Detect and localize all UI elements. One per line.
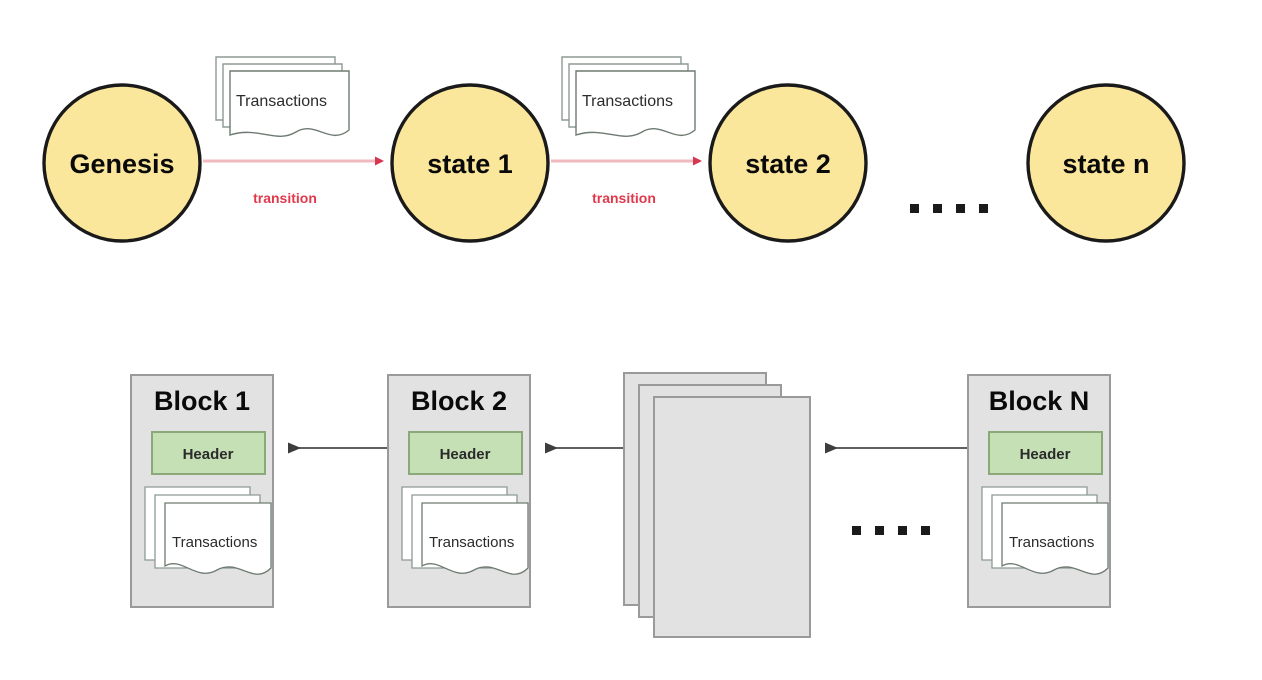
block-title-block-n: Block N xyxy=(989,386,1090,416)
state-transition-row: Transactions Transactions Genesis state … xyxy=(42,56,1186,243)
state-row-ellipsis-icon xyxy=(910,204,988,213)
block-transactions-stack-block-2: Transactions xyxy=(401,486,529,575)
transactions-doc-label-2: Transactions xyxy=(582,93,673,110)
state-label-genesis: Genesis xyxy=(69,149,174,179)
block-header-label-block-2: Header xyxy=(440,446,491,463)
block-card-block-1[interactable]: Block 1 Header Transactions xyxy=(130,374,274,608)
block-card-block-2[interactable]: Block 2 Header Transactions xyxy=(387,374,531,608)
state-circle-genesis xyxy=(42,83,202,243)
state-circle-state-n xyxy=(1026,83,1186,243)
block-header-label-block-n: Header xyxy=(1020,446,1071,463)
block-transactions-stack-block-n: Transactions xyxy=(981,486,1109,575)
block-transactions-label-block-2: Transactions xyxy=(429,534,514,551)
intermediate-blocks-stack xyxy=(623,372,811,638)
block-row-ellipsis-icon xyxy=(852,526,930,535)
block-transactions-stack-block-1: Transactions xyxy=(144,486,272,575)
state-node-genesis[interactable]: Genesis xyxy=(42,83,202,243)
state-node-state-n[interactable]: state n xyxy=(1026,83,1186,243)
state-circle-state-1 xyxy=(390,83,550,243)
state-label-state-1: state 1 xyxy=(427,149,513,179)
block-header-label-block-1: Header xyxy=(183,446,234,463)
block-header-box-block-n[interactable] xyxy=(988,431,1103,475)
transactions-doc-stack-1: Transactions xyxy=(215,56,350,137)
block-header-box-block-2[interactable] xyxy=(408,431,523,475)
transactions-doc-label-1: Transactions xyxy=(236,93,327,110)
state-node-state-2[interactable]: state 2 xyxy=(708,83,868,243)
state-label-state-2: state 2 xyxy=(745,149,831,179)
state-label-state-n: state n xyxy=(1062,149,1149,179)
transactions-doc-stack-2: Transactions xyxy=(561,56,696,137)
block-transactions-label-block-1: Transactions xyxy=(172,534,257,551)
block-chain-row: Block 1 Header Transactions Block 2 Head… xyxy=(130,372,1111,638)
block-title-block-2: Block 2 xyxy=(411,386,507,416)
transition-label-1: transition xyxy=(253,190,317,206)
block-title-block-1: Block 1 xyxy=(154,386,250,416)
block-card-block-n[interactable]: Block N Header Transactions xyxy=(967,374,1111,608)
block-transactions-label-block-n: Transactions xyxy=(1009,534,1094,551)
block-header-box-block-1[interactable] xyxy=(151,431,266,475)
state-circle-state-2 xyxy=(708,83,868,243)
state-node-state-1[interactable]: state 1 xyxy=(390,83,550,243)
transition-label-2: transition xyxy=(592,190,656,206)
stack-sheet-front xyxy=(653,396,811,638)
